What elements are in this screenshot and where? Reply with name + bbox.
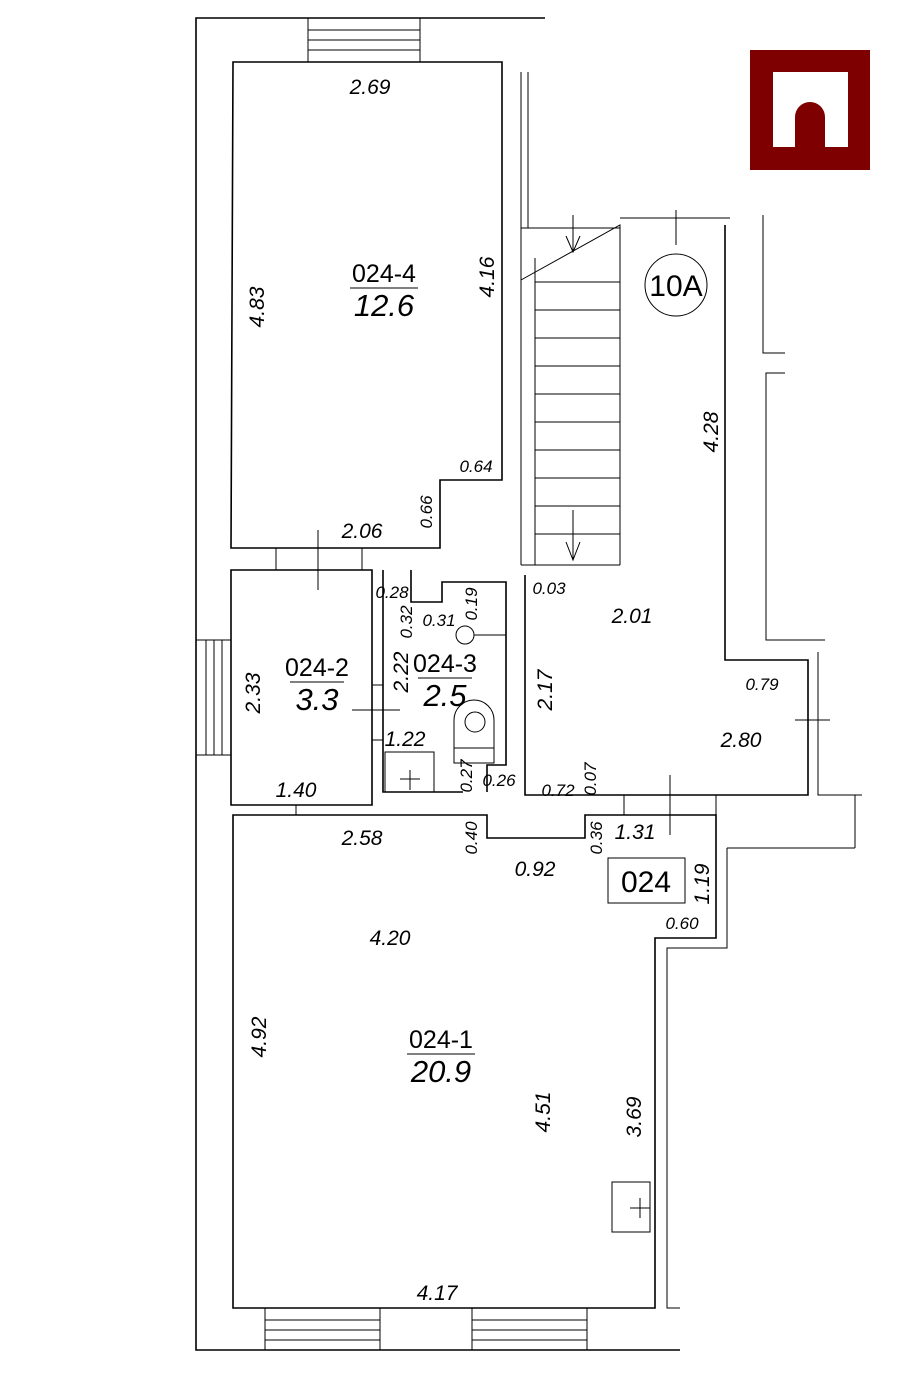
- dim: 0.64: [459, 457, 492, 476]
- dim: 0.19: [462, 587, 481, 621]
- room-area: 12.6: [354, 288, 415, 323]
- dim: 4.16: [476, 256, 499, 297]
- dimension-labels: 2.69 4.83 4.16 0.64 0.66 2.06 2.33 1.40 …: [242, 76, 779, 1305]
- dim: 1.22: [385, 728, 426, 751]
- room-area: 3.3: [295, 682, 338, 717]
- windows-bottom: [264, 1307, 588, 1351]
- room-024-3-walls: [382, 570, 507, 793]
- entrance-door: [623, 775, 717, 835]
- dim: 1.19: [691, 863, 714, 904]
- building-arch-logo: [750, 50, 870, 170]
- window-left: [195, 639, 232, 756]
- dim: 2.80: [720, 729, 762, 752]
- apartment-label-box: [607, 857, 686, 904]
- room-area: 20.9: [410, 1054, 471, 1089]
- apartment-label: 024: [621, 866, 671, 899]
- dim: 4.83: [246, 286, 269, 327]
- dim: 0.40: [462, 821, 481, 855]
- dim: 0.60: [665, 914, 699, 933]
- room-id: 024-4: [352, 260, 416, 288]
- staircase: [520, 210, 677, 566]
- dim: 0.92: [515, 858, 556, 881]
- dim: 1.31: [615, 821, 656, 844]
- dim: 0.03: [532, 579, 566, 598]
- dim: 4.51: [532, 1092, 555, 1133]
- dim: 2.33: [242, 672, 265, 714]
- room-label-024-1: 024-1 20.9: [407, 1026, 475, 1089]
- dim: 2.17: [534, 668, 557, 711]
- room-024-2-walls: [230, 569, 373, 806]
- dim: 2.01: [611, 605, 653, 628]
- dim: 0.36: [587, 821, 606, 855]
- room-id: 024-1: [409, 1026, 473, 1054]
- dim: 2.69: [349, 76, 391, 99]
- dim: 0.07: [581, 762, 600, 796]
- door-024-4: [275, 530, 363, 590]
- dim: 0.28: [375, 583, 409, 602]
- shower-tray-icon: [384, 751, 435, 793]
- room-id: 024-2: [285, 654, 349, 682]
- dim: 0.66: [417, 495, 436, 529]
- room-024-4-walls: [230, 61, 503, 549]
- radiator-icon: [611, 1181, 651, 1233]
- dim: 0.72: [541, 781, 575, 800]
- room-label-024-2: 024-2 3.3: [285, 654, 349, 717]
- room-024-1-walls: [232, 814, 717, 1309]
- room-area: 2.5: [422, 678, 467, 713]
- dim: 0.31: [422, 611, 455, 630]
- toilet-icon: [453, 699, 495, 764]
- room-label-024-4: 024-4 12.6: [350, 260, 418, 323]
- dim: 4.28: [700, 411, 723, 452]
- window-top: [307, 17, 421, 63]
- dim: 0.79: [745, 675, 779, 694]
- dim: 1.40: [276, 779, 317, 802]
- stair-label: 10A: [649, 270, 702, 303]
- dim: 3.69: [623, 1096, 646, 1137]
- room-id: 024-3: [413, 650, 477, 678]
- dim: 0.27: [457, 759, 476, 793]
- dim: 2.58: [341, 827, 383, 850]
- dim: 2.06: [341, 520, 383, 543]
- dim: 0.32: [397, 605, 416, 639]
- stair-label-circle: [644, 253, 708, 317]
- dim: 0.26: [482, 771, 516, 790]
- dim: 4.20: [370, 927, 411, 950]
- dim: 4.17: [417, 1282, 459, 1305]
- dim: 4.92: [248, 1016, 271, 1057]
- sink-icon: [455, 625, 506, 645]
- room-label-024-3: 024-3 2.5: [413, 650, 477, 713]
- dim: 2.22: [390, 651, 413, 693]
